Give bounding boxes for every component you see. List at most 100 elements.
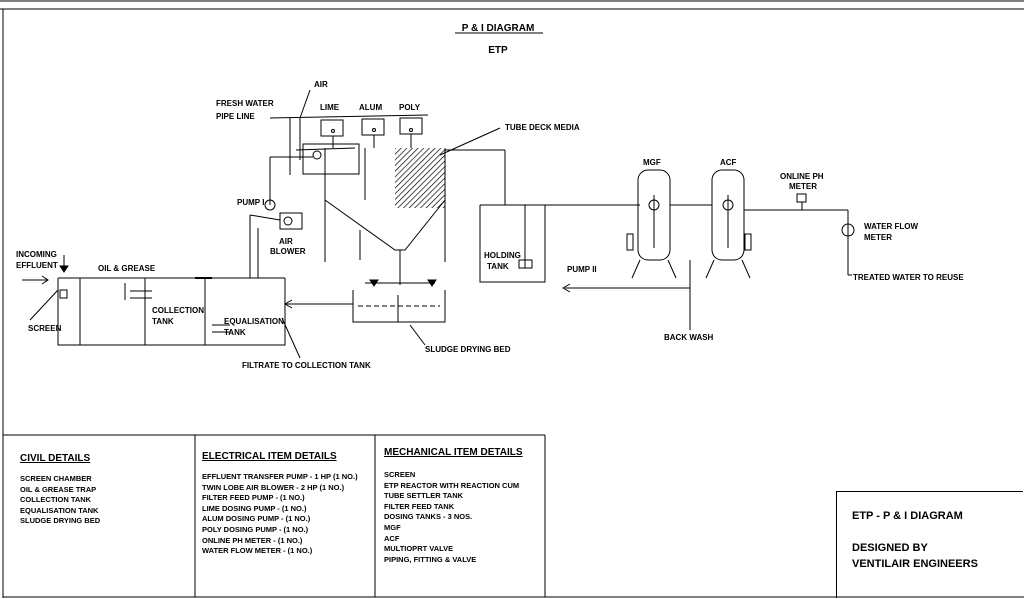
title-block-line2: DESIGNED BY (852, 542, 928, 554)
mechanical-item: DOSING TANKS - 3 NOS. (384, 512, 473, 522)
label-flow-meter: METER (864, 233, 892, 242)
sludge-valve-icons (369, 279, 437, 287)
civil-item: OIL & GREASE TRAP (20, 484, 97, 494)
electrical-item: POLY DOSING PUMP - (1 NO.) (202, 524, 309, 534)
electrical-item: LIME DOSING PUMP - (1 NO.) (202, 503, 307, 513)
mgf-vessel (637, 169, 671, 261)
pump-1-icon (264, 199, 276, 211)
label-screen: SCREEN (28, 324, 62, 333)
electrical-item: FILTER FEED PUMP - (1 NO.) (202, 493, 305, 503)
label-air: AIR (314, 80, 328, 89)
electrical-item: ONLINE PH METER - (1 NO.) (202, 535, 303, 545)
electrical-item: ALUM DOSING PUMP - (1 NO.) (202, 514, 311, 524)
screen-pointer (29, 289, 59, 321)
title-block: ETP - P & I DIAGRAM DESIGNED BY VENTILAI… (836, 491, 1023, 598)
electrical-item: TWIN LOBE AIR BLOWER - 2 HP (1 NO.) (202, 482, 345, 492)
electrical-details-list: EFFLUENT TRANSFER PUMP - 1 HP (1 NO.) TW… (202, 472, 358, 557)
sludge-drying-bed (352, 290, 446, 323)
flash-mixer-tank (302, 143, 360, 175)
mechanical-item: MGF (384, 522, 401, 532)
alum-dosing-pump-icon (372, 128, 376, 132)
label-holding-tank: TANK (487, 262, 509, 271)
tube-deck-pointer (439, 127, 501, 156)
mixer-icon (312, 150, 322, 160)
civil-details-heading: CIVIL DETAILS (20, 453, 91, 464)
label-treated-water: TREATED WATER TO REUSE (853, 273, 964, 282)
label-equalisation-tank: TANK (224, 328, 246, 337)
label-equalisation: EQUALISATION (224, 317, 284, 326)
label-acf: ACF (720, 158, 737, 167)
mgf-valve-icon (648, 199, 660, 211)
title-block-line1: ETP - P & I DIAGRAM (852, 510, 963, 522)
label-water-flow: WATER FLOW (864, 222, 919, 231)
water-flow-meter-icon (841, 223, 855, 237)
label-pump-2: PUMP II (567, 265, 597, 274)
label-air-blower-2: BLOWER (270, 247, 306, 256)
air-pointer (299, 89, 311, 119)
mgf-leg-right (667, 259, 677, 279)
blower-header (249, 214, 281, 221)
electrical-details: ELECTRICAL ITEM DETAILS EFFLUENT TRANSFE… (202, 451, 358, 557)
civil-item: COLLECTION TANK (20, 495, 92, 505)
mgf-manhole (626, 233, 634, 251)
diagram-title: P & I DIAGRAM (462, 23, 535, 34)
label-tube-deck: TUBE DECK MEDIA (505, 123, 580, 132)
mechanical-item: TUBE SETTLER TANK (384, 491, 464, 501)
air-blower-icon (279, 212, 303, 230)
electrical-item: WATER FLOW METER - (1 NO.) (202, 546, 313, 556)
lime-dosing-pump-icon (331, 129, 335, 133)
mechanical-details-heading: MECHANICAL ITEM DETAILS (384, 447, 523, 458)
label-poly: POLY (399, 103, 421, 112)
title-block-line3: VENTILAIR ENGINEERS (852, 558, 978, 570)
label-oil-grease: OIL & GREASE (98, 264, 156, 273)
mechanical-item: FILTER FEED TANK (384, 501, 455, 511)
acf-valve-icon (722, 199, 734, 211)
diagram-subtitle: ETP (488, 45, 508, 56)
label-incoming: INCOMING (16, 250, 57, 259)
civil-item: SLUDGE DRYING BED (20, 516, 101, 526)
label-filtrate: FILTRATE TO COLLECTION TANK (242, 361, 371, 370)
label-alum: ALUM (359, 103, 382, 112)
electrical-item: EFFLUENT TRANSFER PUMP - 1 HP (1 NO.) (202, 472, 358, 481)
blower-rotor-icon (283, 216, 293, 226)
civil-details: CIVIL DETAILS SCREEN CHAMBER OIL & GREAS… (20, 453, 100, 527)
label-online-ph: ONLINE PH (780, 172, 824, 181)
label-ph-meter: METER (789, 182, 817, 191)
screen-icon (59, 289, 68, 299)
civil-details-list: SCREEN CHAMBER OIL & GREASE TRAP COLLECT… (20, 474, 100, 527)
acf-manhole (744, 233, 752, 251)
electrical-details-heading: ELECTRICAL ITEM DETAILS (202, 451, 337, 462)
poly-dosing-pump-icon (409, 128, 413, 132)
mgf-leg-left (631, 259, 641, 279)
mechanical-details-list: SCREEN ETP REACTOR WITH REACTION CUM TUB… (384, 470, 523, 565)
label-back-wash: BACK WASH (664, 333, 714, 342)
incoming-arrow (41, 275, 49, 285)
label-sludge-bed: SLUDGE DRYING BED (425, 345, 511, 354)
acf-leg-left (705, 259, 715, 279)
mechanical-item: ETP REACTOR WITH REACTION CUM (384, 480, 520, 490)
mechanical-details: MECHANICAL ITEM DETAILS SCREEN ETP REACT… (384, 447, 523, 565)
label-collection: COLLECTION (152, 306, 204, 315)
civil-tank-outline (57, 278, 286, 346)
mechanical-item: ACF (384, 533, 400, 543)
lime-dosing-tank (320, 119, 344, 137)
sludge-bed-pointer (409, 324, 426, 346)
tube-deck-media (395, 148, 445, 208)
label-fresh-water: FRESH WATER (216, 99, 274, 108)
civil-item: SCREEN CHAMBER (20, 474, 92, 483)
label-holding: HOLDING (484, 251, 521, 260)
fresh-water-pipe (269, 114, 429, 119)
mechanical-item: PIPING, FITTING & VALVE (384, 554, 477, 564)
label-effluent: EFFLUENT (16, 261, 58, 270)
incoming-drop-arrow (59, 265, 69, 273)
mechanical-item: MULTIOPRT VALVE (384, 544, 454, 554)
online-ph-meter-icon (796, 193, 807, 203)
label-lime: LIME (320, 103, 340, 112)
label-collection-tank: TANK (152, 317, 174, 326)
mechanical-item: SCREEN (384, 470, 416, 479)
label-mgf: MGF (643, 158, 661, 167)
alum-dosing-tank (361, 118, 385, 136)
label-pump-1: PUMP I (237, 198, 264, 207)
